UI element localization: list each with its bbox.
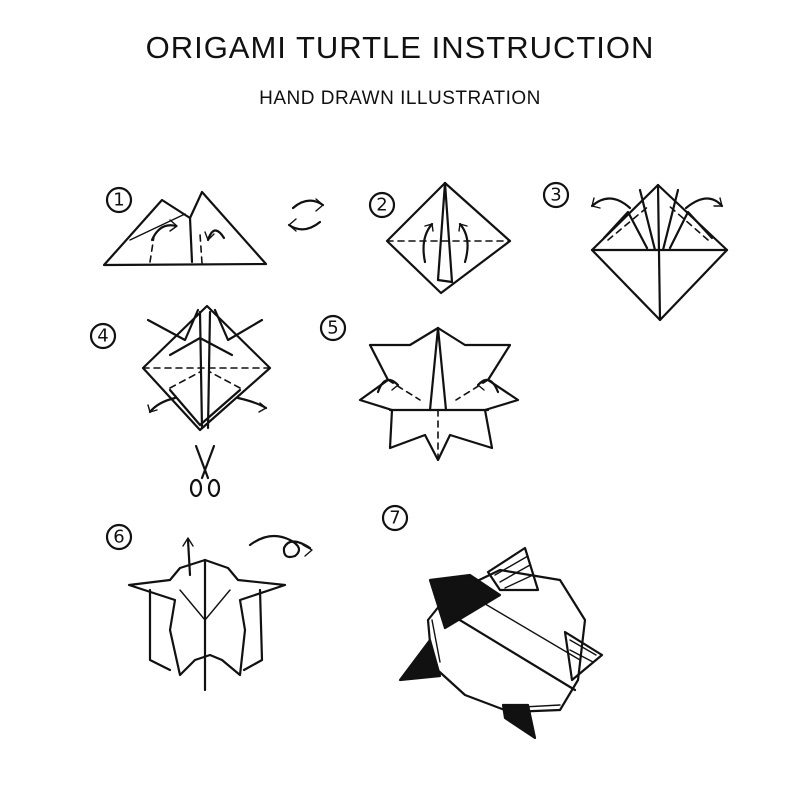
step-4-badge	[89, 322, 117, 350]
step-7-number: 7	[389, 508, 400, 529]
fold-arrow-icon	[458, 222, 469, 264]
step-3-badge	[542, 181, 570, 209]
scissors-icon	[189, 444, 221, 498]
step-1-badge	[105, 186, 133, 214]
fold-arrow-icon	[376, 378, 400, 394]
step-5-badge	[319, 314, 347, 342]
step-4-square	[141, 304, 272, 432]
step-5-outline	[358, 326, 520, 462]
fold-arrow-icon	[422, 222, 434, 264]
instruction-subtitle: HAND DRAWN ILLUSTRATION	[259, 88, 541, 109]
fold-arrow-icon	[476, 378, 500, 394]
step-6-badge	[105, 523, 133, 551]
turn-over-arrow-icon	[248, 534, 313, 559]
step-4-number: 4	[97, 326, 108, 347]
flip-icon	[287, 198, 325, 232]
step-6-number: 6	[113, 527, 124, 548]
fold-arrow-icon	[148, 396, 177, 414]
fold-arrow-icon	[206, 229, 226, 242]
step-3-figure: 3	[542, 181, 729, 322]
step-4-figure: 4	[89, 304, 272, 432]
fold-arrow-icon	[150, 224, 178, 242]
step-7-shell	[426, 568, 587, 714]
step-1-number: 1	[113, 190, 124, 211]
step-6-figure: 6	[105, 523, 287, 692]
step-5-figure: 5	[319, 314, 520, 462]
step-3-number: 3	[550, 185, 561, 206]
step-1-figure: 1	[102, 186, 268, 267]
fold-arrow-icon	[590, 197, 632, 210]
step-7-badge	[381, 504, 409, 532]
fold-arrow-icon	[684, 197, 724, 210]
step-2-figure: 2	[368, 181, 512, 295]
fold-arrow-icon	[236, 396, 268, 410]
fold-arrow-icon	[186, 538, 192, 577]
step-2-number: 2	[376, 195, 387, 216]
step-1-outline	[102, 190, 268, 267]
step-2-badge	[368, 191, 396, 219]
step-2-square	[385, 181, 512, 295]
instruction-title: ORIGAMI TURTLE INSTRUCTION	[145, 30, 655, 65]
step-6-outline	[127, 558, 287, 677]
step-7-figure: 7	[381, 504, 604, 740]
step-5-number: 5	[327, 318, 338, 339]
